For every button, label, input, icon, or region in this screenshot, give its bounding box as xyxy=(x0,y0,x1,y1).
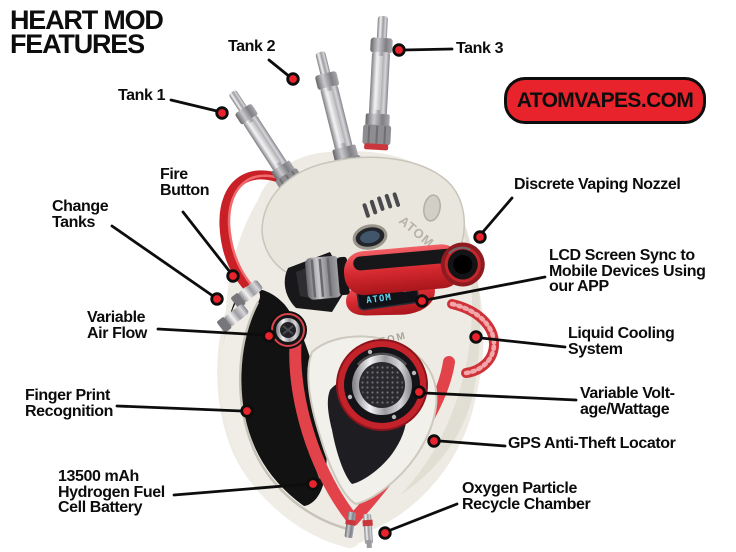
airflow-dial xyxy=(269,311,307,349)
leader-finger-print xyxy=(115,404,244,413)
dot-lcd xyxy=(415,294,429,308)
label-change-tanks: Change Tanks xyxy=(52,198,109,231)
label-liquid-cooling: Liquid Cooling System xyxy=(568,325,675,358)
leader-change-tanks xyxy=(110,224,215,298)
label-variable-air-flow: Variable Air Flow xyxy=(87,309,147,342)
dot-fire-button xyxy=(226,269,240,283)
page-title: HEART MOD FEATURES xyxy=(10,5,164,59)
dot-tank3 xyxy=(392,43,406,57)
label-tank2: Tank 2 xyxy=(228,38,276,55)
red-trim-left xyxy=(289,330,359,526)
brand-badge-label: ATOMVAPES.COM xyxy=(516,88,694,112)
leader-lcd xyxy=(424,275,547,302)
white-band xyxy=(220,286,360,548)
dot-gps xyxy=(427,434,441,448)
dot-nozzle xyxy=(473,230,487,244)
leader-voltage xyxy=(422,391,578,402)
voltage-dial xyxy=(336,339,428,431)
dot-finger-print xyxy=(240,404,254,418)
brand-badge: ATOMVAPES.COM xyxy=(504,77,706,124)
leader-gps xyxy=(438,439,507,448)
cooling-loop xyxy=(447,299,500,378)
dot-tank2 xyxy=(286,72,300,86)
leader-tank2 xyxy=(267,58,292,79)
dot-air-flow xyxy=(262,329,276,343)
label-finger-print: Finger Print Recognition xyxy=(25,387,114,420)
label-vaping-nozzle: Discrete Vaping Nozzel xyxy=(514,176,681,193)
white-band-shadow xyxy=(238,301,349,531)
dot-change-tanks xyxy=(210,292,224,306)
leader-cooling xyxy=(479,336,567,349)
label-gps-locator: GPS Anti-Theft Locator xyxy=(508,435,676,452)
vaping-nozzle xyxy=(305,242,485,300)
leader-battery xyxy=(172,482,310,497)
cooling-tube-highlight xyxy=(227,174,295,296)
leader-tank3 xyxy=(401,47,454,52)
leader-air-flow xyxy=(156,327,266,337)
label-oxygen-chamber: Oxygen Particle Recycle Chamber xyxy=(462,480,591,513)
dot-voltage xyxy=(412,385,426,399)
speaker-grille xyxy=(361,364,403,406)
callout-dots xyxy=(210,43,487,540)
leader-nozzle xyxy=(480,196,514,235)
heart-mod-device: ATOM xyxy=(217,15,500,549)
label-tank1: Tank 1 xyxy=(118,87,166,104)
oxygen-valve xyxy=(344,511,356,539)
oxygen-valve xyxy=(362,513,373,549)
tank-nipple xyxy=(217,304,249,333)
leader-lines xyxy=(110,47,578,533)
label-variable-voltage: Variable Volt- age/Wattage xyxy=(580,385,675,418)
label-lcd-sync: LCD Screen Sync to Mobile Devices Using … xyxy=(549,247,706,295)
dot-battery xyxy=(306,477,320,491)
dot-oxygen xyxy=(378,526,392,540)
lcd-screen-text: ATOM xyxy=(366,293,393,306)
label-battery: 13500 mAh Hydrogen Fuel Cell Battery xyxy=(58,468,165,516)
leader-oxygen xyxy=(386,502,459,533)
dome-button xyxy=(423,194,441,222)
dome-vent-slots xyxy=(362,192,401,218)
label-fire-button: Fire Button xyxy=(160,166,210,199)
dot-cooling xyxy=(469,330,483,344)
leader-tank1 xyxy=(169,98,223,114)
dome-window xyxy=(352,224,388,250)
label-tank3: Tank 3 xyxy=(456,40,504,57)
leader-fire-button xyxy=(181,210,232,274)
body-shading xyxy=(400,200,481,495)
tank-3 xyxy=(362,15,393,151)
dot-tank1 xyxy=(215,106,229,120)
